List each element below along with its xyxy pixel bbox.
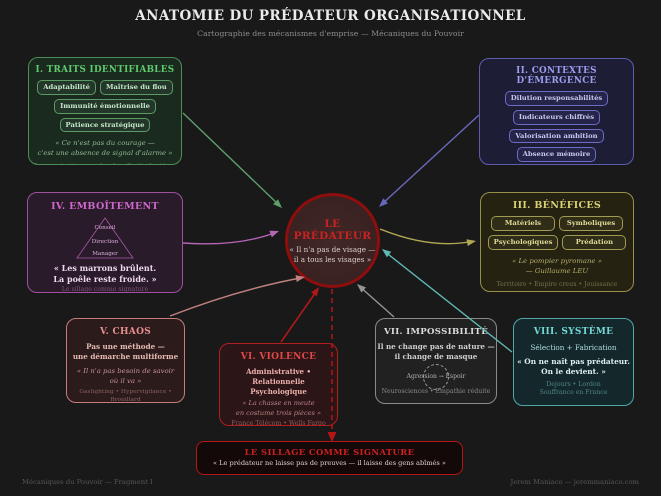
systeme-quote: « On ne naît pas prédateur. On le devien… (517, 357, 630, 377)
section-chaos: V. CHAOS Pas une méthode — une démarche … (66, 318, 185, 403)
traits-chips: Adaptabilité Maîtrise du flou Immunité é… (29, 80, 181, 133)
section-benefices: III. BÉNÉFICES Matériels Symboliques Psy… (480, 192, 634, 292)
section-systeme: VIII. SYSTÈME Sélection + Fabrication « … (513, 318, 634, 406)
chaos-body: Pas une méthode — une démarche multiform… (72, 342, 179, 362)
predator-title: LE PRÉDATEUR (293, 218, 372, 242)
arrow-predator-to-benefices (379, 228, 476, 246)
violence-body: Administrative • Relationnelle Psycholog… (246, 367, 311, 396)
sillage-subtitle: « Le prédateur ne laisse pas de preuves … (213, 459, 446, 467)
chip-maitrise-du-flou: Maîtrise du flou (99, 80, 173, 95)
page-title: ANATOMIE DU PRÉDATEUR ORGANISATIONNEL (135, 8, 526, 24)
chip-dilution-responsabilites: Dilution responsabilités (504, 91, 609, 106)
section-title: IV. EMBOÎTEMENT (51, 201, 159, 212)
benefices-chips: Matériels Symboliques Psychologiques Pré… (481, 216, 633, 250)
section-violence: VI. VIOLENCE Administrative • Relationne… (219, 343, 338, 426)
chip-immunite-emotionnelle: Immunité émotionnelle (54, 98, 156, 114)
pyramid-level-manager: Manager (92, 251, 118, 257)
chip-symboliques: Symboliques (559, 216, 623, 231)
sillage-signature-box: LE SILLAGE COMME SIGNATURE « Le prédateu… (196, 441, 463, 475)
chip-absence-memoire: Absence mémoire (516, 147, 597, 163)
chip-predation: Prédation (562, 234, 627, 250)
violence-quote: « La chasse en meute en costume trois pi… (235, 399, 322, 417)
section-title: I. TRAITS IDENTIFIABLES (35, 65, 175, 75)
arrow-violence-to-predator (280, 287, 319, 343)
section-title: V. CHAOS (99, 327, 152, 337)
cycle-circle-icon (423, 364, 449, 391)
section-title: VIII. SYSTÈME (533, 327, 614, 337)
chip-materiels: Matériels (491, 216, 555, 231)
arrow-impossibilite-to-predator (357, 284, 395, 318)
pyramid-icon: Conseil Direction Manager (76, 217, 134, 259)
hierarchy-pyramid: Conseil Direction Manager (73, 216, 137, 260)
systeme-body: Sélection + Fabrication (530, 343, 617, 352)
chip-psychologiques: Psychologiques (487, 234, 559, 250)
arrow-contextes-to-predator (379, 114, 480, 207)
pyramid-level-direction: Direction (92, 239, 119, 245)
aggression-espoir-cycle: Agression → Espoir (376, 364, 496, 391)
predator-quote: « Il n'a pas de visage — il a tous les v… (289, 245, 376, 265)
section-traits-identifiables: I. TRAITS IDENTIFIABLES Adaptabilité Maî… (28, 57, 182, 165)
benefices-quote: « Le pompier pyromane » — Guillaume LEU (512, 256, 602, 275)
footer-left: Mécaniques du Pouvoir — Fragment I (22, 478, 153, 486)
chip-indicateurs-chiffres: Indicateurs chiffrés (512, 109, 601, 125)
impossibilite-body: Il ne change pas de nature — il change d… (377, 342, 495, 362)
section-title: VII. IMPOSSIBILITÉ (383, 327, 489, 337)
contextes-chips: Dilution responsabilités Indicateurs chi… (480, 91, 633, 163)
benefices-footnote: Territoire • Empire creux • Jouissance (496, 280, 618, 288)
chip-patience-strategique: Patience stratégique (59, 117, 151, 133)
traits-footnote: Communication paradoxale • Cortisol atté… (29, 163, 181, 164)
section-title: VI. VIOLENCE (240, 352, 317, 362)
page-subtitle: Cartographie des mécanismes d'emprise — … (197, 29, 464, 38)
traits-quote: « Ce n'est pas du courage — c'est une ab… (37, 139, 173, 158)
systeme-footnote: Dejours • Lordon Souffrance en France (539, 380, 608, 397)
pyramid-level-conseil: Conseil (94, 225, 115, 231)
emboitement-quote: « Les marrons brûlent. La poêle reste fr… (53, 263, 157, 285)
impossibilite-footnote: Neurosciences • Empathie réduite (381, 388, 491, 396)
chaos-quote: « Il n'a pas besoin de savoir où il va » (76, 367, 175, 386)
arrow-chaos-to-predator (169, 275, 305, 317)
section-title: II. CONTEXTES D'ÉMERGENCE (516, 66, 597, 86)
section-impossibilite: VII. IMPOSSIBILITÉ Il ne change pas de n… (375, 318, 497, 404)
predator-node: LE PRÉDATEUR « Il n'a pas de visage — il… (285, 193, 380, 288)
emboitement-footnote: Le sillage comme signature (61, 286, 149, 293)
chip-adaptabilite: Adaptabilité (37, 80, 96, 95)
section-emboitement: IV. EMBOÎTEMENT Conseil Direction Manage… (27, 192, 183, 293)
section-title: III. BÉNÉFICES (512, 200, 602, 211)
arrow-traits-to-predator (182, 112, 282, 208)
sillage-title: LE SILLAGE COMME SIGNATURE (244, 447, 415, 457)
violence-footnote: France Télécom • Wells Fargo (231, 420, 326, 426)
section-contextes-emergence: II. CONTEXTES D'ÉMERGENCE Dilution respo… (479, 58, 634, 165)
cycle-label: Agression → Espoir (406, 373, 466, 381)
footer-right: Jerem Maniaco — jeremmaniaco.com (510, 478, 640, 486)
chip-valorisation-ambition: Valorisation ambition (509, 128, 604, 144)
arrow-emboitement-to-predator (182, 230, 279, 245)
chaos-footnote: Gaslighting • Hypervigilance • Brouillar… (79, 389, 172, 403)
